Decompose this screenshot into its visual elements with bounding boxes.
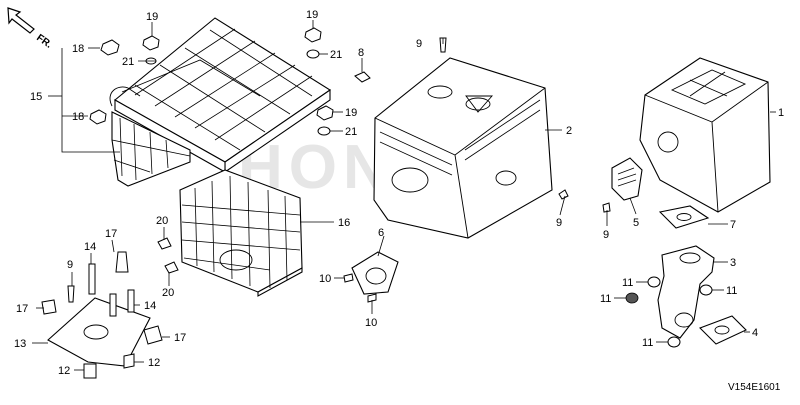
callout-9-spark: 9 — [603, 229, 609, 241]
callout-20-top: 20 — [156, 215, 168, 227]
callout-11-a: 11 — [622, 277, 633, 289]
callout-10-left: 10 — [319, 273, 331, 285]
callout-12-right: 12 — [148, 357, 160, 369]
callout-5: 5 — [633, 217, 639, 229]
callout-9-top: 9 — [416, 38, 422, 50]
callout-19-right: 19 — [306, 9, 318, 21]
callout-9-right: 9 — [556, 217, 562, 229]
base-plate — [47, 297, 151, 367]
exhaust-gasket — [699, 315, 747, 345]
callout-11-d: 11 — [642, 337, 653, 349]
muffler — [639, 57, 771, 213]
callout-11-b: 11 — [600, 293, 611, 305]
diagram-code: V154E1601 — [728, 382, 781, 393]
exhaust-pipe — [657, 245, 715, 339]
callout-6: 6 — [378, 227, 384, 239]
spark-arrester — [611, 157, 643, 201]
callout-1: 1 — [778, 107, 784, 119]
callout-16: 16 — [338, 217, 350, 229]
callout-9-base: 9 — [67, 259, 73, 271]
callout-8: 8 — [358, 47, 364, 59]
callout-17-top: 17 — [105, 228, 117, 240]
callout-21-right: 21 — [330, 49, 342, 61]
callout-2: 2 — [566, 125, 572, 137]
muffler-protector — [373, 57, 553, 239]
gasket — [658, 205, 710, 229]
callout-21-lower: 21 — [345, 126, 357, 138]
callout-19-lower: 19 — [345, 107, 357, 119]
callout-18-top: 18 — [72, 43, 84, 55]
lower-protector-cage — [179, 169, 303, 297]
front-direction-label: FR. — [34, 32, 54, 50]
callout-14-top: 14 — [84, 241, 96, 253]
front-direction-arrow-icon — [7, 7, 35, 34]
callout-14-right: 14 — [144, 300, 156, 312]
callout-17-left: 17 — [16, 303, 28, 315]
callout-10-bottom: 10 — [365, 317, 377, 329]
callout-15: 15 — [30, 91, 42, 103]
callout-20-bottom: 20 — [162, 287, 174, 299]
callout-labels: 1 2 3 4 5 6 7 8 9 9 9 9 10 10 11 11 11 1… — [14, 9, 784, 377]
callout-12-left: 12 — [58, 365, 70, 377]
callout-7: 7 — [730, 219, 736, 231]
callout-17-right: 17 — [174, 332, 186, 344]
upper-protector-panel — [109, 17, 332, 187]
callout-4: 4 — [752, 327, 758, 339]
callout-13: 13 — [14, 338, 26, 350]
callout-18-bottom: 18 — [72, 111, 84, 123]
callout-11-c: 11 — [726, 285, 737, 297]
muffler-cover — [351, 251, 399, 295]
callout-3: 3 — [730, 257, 736, 269]
callout-19-left: 19 — [146, 11, 158, 23]
callout-21-left: 21 — [122, 56, 134, 68]
leader-lines — [32, 20, 776, 371]
